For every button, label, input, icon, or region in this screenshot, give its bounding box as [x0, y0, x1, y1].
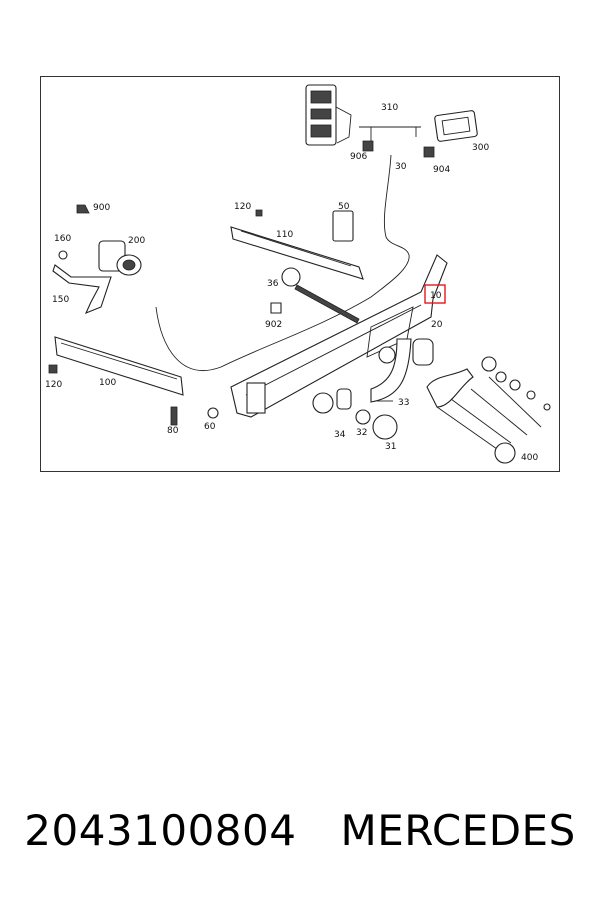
callout-120-left: 120: [45, 380, 62, 390]
crossbar-100: [54, 336, 184, 396]
callout-120-top: 120: [234, 202, 251, 212]
callout-36: 36: [267, 279, 279, 289]
callout-31: 31: [385, 442, 396, 452]
part-number: 2043100804: [24, 805, 297, 855]
tow-bar-10: [230, 254, 448, 418]
plate-50: [332, 210, 354, 242]
bracket-400-group: [426, 356, 551, 464]
callout-34: 34: [334, 430, 346, 440]
callout-30: 30: [395, 162, 407, 172]
ball-neck-20: [370, 338, 434, 403]
cap-36: [281, 267, 301, 287]
callout-80: 80: [167, 426, 179, 436]
callout-20: 20: [431, 320, 443, 330]
callout-900: 900: [93, 203, 110, 213]
callout-310: 310: [381, 103, 398, 113]
callout-902: 902: [265, 320, 282, 330]
part-caption: 2043100804 MERCEDES: [0, 800, 600, 860]
bracket-110: [230, 226, 364, 280]
callout-33: 33: [398, 398, 409, 408]
grommet-160: [58, 250, 68, 260]
callout-300: 300: [472, 143, 489, 153]
callout-150: 150: [52, 295, 69, 305]
callout-160: 160: [54, 234, 71, 244]
callout-400: 400: [521, 453, 538, 463]
callout-110: 110: [276, 230, 293, 240]
callout-60: 60: [204, 422, 216, 432]
callout-100: 100: [99, 378, 116, 388]
highlight-box-10: [424, 284, 446, 304]
brand-name: MERCEDES: [340, 805, 576, 855]
callout-50: 50: [338, 202, 350, 212]
exploded-parts-diagram: 310 300 906 904 30 120 110 50 900 160 20…: [45, 84, 551, 464]
parts-diagram-frame: 310 300 906 904 30 120 110 50 900 160 20…: [40, 76, 560, 472]
callout-904: 904: [433, 165, 450, 175]
socket-200: [76, 204, 142, 276]
control-module-top: [305, 84, 352, 146]
callout-10: 10: [430, 291, 442, 301]
bracket-150: [52, 264, 112, 315]
control-unit-300: [434, 110, 478, 142]
clip-902: [270, 302, 282, 314]
callout-906: 906: [350, 152, 367, 162]
callout-32: 32: [356, 428, 367, 438]
callout-200: 200: [128, 236, 145, 246]
